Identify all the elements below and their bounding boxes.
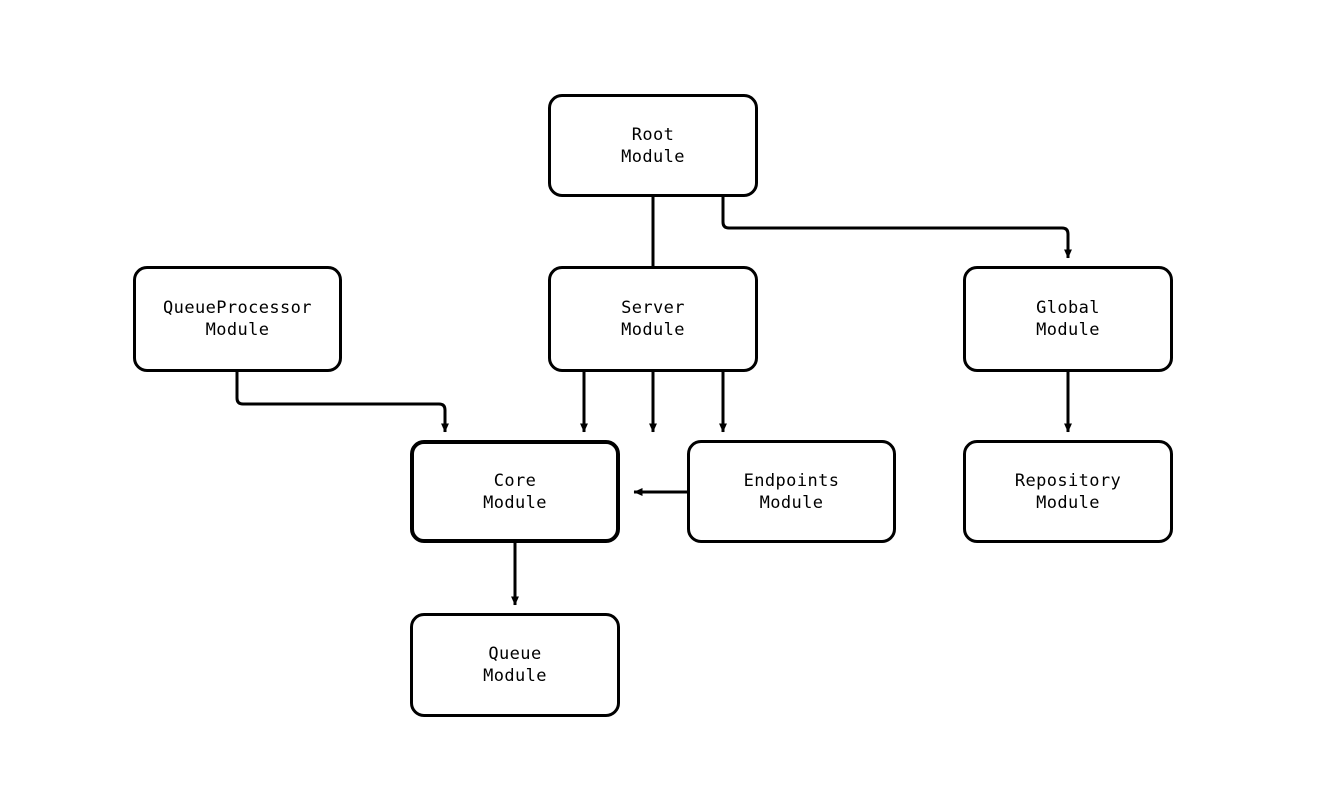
node-endpoints[interactable]: Endpoints Module bbox=[687, 440, 896, 543]
node-repository[interactable]: Repository Module bbox=[963, 440, 1173, 543]
node-server[interactable]: Server Module bbox=[548, 266, 758, 372]
node-label-root: Root Module bbox=[621, 124, 685, 167]
node-label-endpoints: Endpoints Module bbox=[743, 470, 840, 513]
edge-queueprocessor-core bbox=[235, 372, 449, 433]
node-label-queueprocessor: QueueProcessor Module bbox=[163, 298, 312, 340]
edge-root-global bbox=[721, 197, 1072, 259]
node-label-queue: Queue Module bbox=[483, 644, 547, 686]
node-core[interactable]: Core Module bbox=[410, 440, 620, 543]
node-global[interactable]: Global Module bbox=[963, 266, 1173, 372]
node-root[interactable]: Root Module bbox=[548, 94, 758, 197]
node-label-repository: Repository Module bbox=[1014, 470, 1122, 513]
node-label-core: Core Module bbox=[483, 470, 547, 513]
edge-group bbox=[235, 197, 1072, 606]
node-queueprocessor[interactable]: QueueProcessor Module bbox=[133, 266, 342, 372]
node-label-global: Global Module bbox=[1036, 298, 1100, 340]
node-label-server: Server Module bbox=[621, 298, 685, 340]
node-queue[interactable]: Queue Module bbox=[410, 613, 620, 717]
